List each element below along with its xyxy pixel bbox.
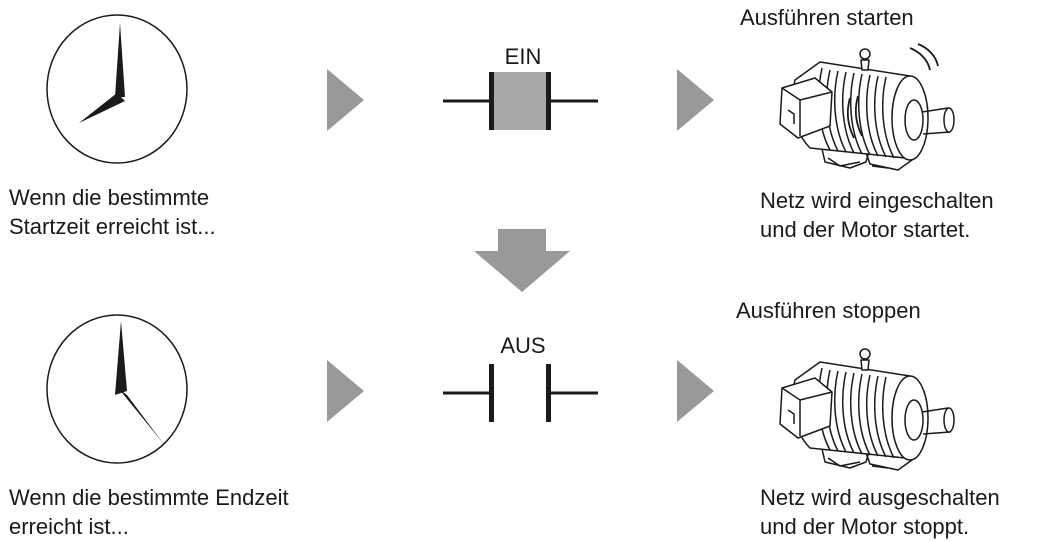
electric-motor-icon xyxy=(779,348,955,471)
relay-contact-open-icon xyxy=(443,364,598,422)
trigger-caption-start: Wenn die bestimmte Startzeit erreicht is… xyxy=(9,185,216,239)
clock-icon xyxy=(46,14,188,164)
clock-icon xyxy=(46,314,188,464)
arrow-right-icon xyxy=(677,69,714,131)
relay-contact-closed-icon xyxy=(443,72,598,130)
status-title-start: Ausführen starten xyxy=(740,5,914,30)
contact-label-on: EIN xyxy=(504,44,542,69)
result-caption-stop: Netz wird ausgeschalten und der Motor st… xyxy=(760,485,1000,539)
status-title-stop: Ausführen stoppen xyxy=(736,298,921,323)
arrow-right-icon xyxy=(677,360,714,422)
electric-motor-icon xyxy=(779,43,955,171)
arrow-right-icon xyxy=(327,69,364,131)
arrow-right-icon xyxy=(327,360,364,422)
arrow-down-icon xyxy=(474,229,570,292)
contact-label-off: AUS xyxy=(500,333,546,358)
trigger-caption-stop: Wenn die bestimmte Endzeit erreicht ist.… xyxy=(9,485,289,539)
result-caption-start: Netz wird eingeschalten und der Motor st… xyxy=(760,188,994,242)
